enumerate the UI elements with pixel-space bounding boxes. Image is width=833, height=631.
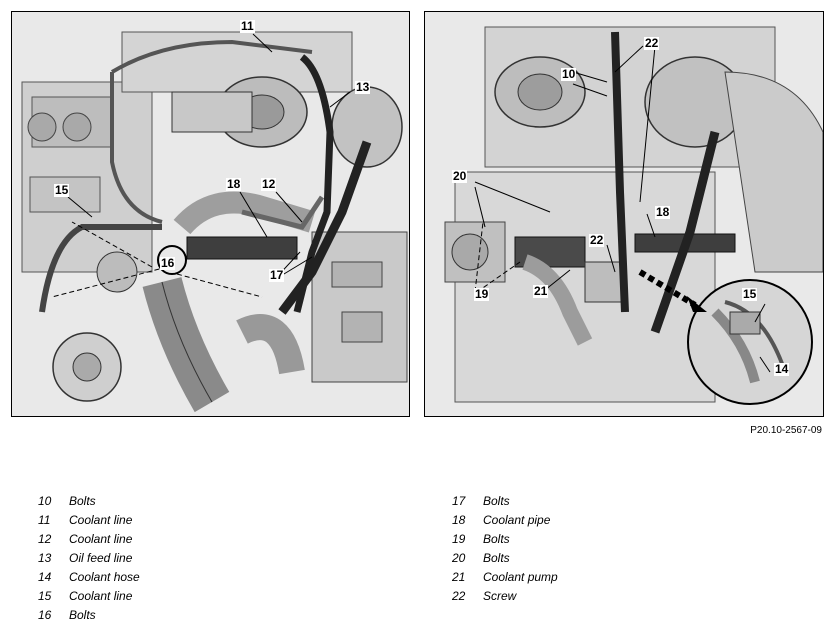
legend-number: 22: [452, 589, 466, 603]
legend-number: 10: [38, 494, 52, 508]
legend-number: 16: [38, 608, 52, 622]
legend-label: Bolts: [69, 494, 96, 508]
callout-label: 22: [589, 233, 605, 247]
callout-label: 21: [533, 284, 549, 298]
legend-label: Coolant line: [69, 513, 133, 527]
legend-label: Coolant pump: [483, 570, 558, 584]
callout-label: 19: [474, 287, 490, 301]
callout-label: 18: [655, 205, 671, 219]
callout-label: 15: [54, 183, 70, 197]
callout-label: 15: [742, 287, 758, 301]
callout-label: 20: [452, 169, 468, 183]
legend-label: Coolant hose: [69, 570, 140, 584]
legend-number: 21: [452, 570, 466, 584]
legend-label: Coolant pipe: [483, 513, 551, 527]
legend-number: 17: [452, 494, 466, 508]
legend-label: Coolant line: [69, 532, 133, 546]
legend-number: 18: [452, 513, 466, 527]
figure-reference: P20.10-2567-09: [750, 425, 822, 436]
legend-label: Bolts: [69, 608, 96, 622]
legend-number: 13: [38, 551, 52, 565]
legend-number: 11: [38, 513, 51, 527]
legend-label: Screw: [483, 589, 517, 603]
callout-label: 16: [160, 256, 176, 270]
legend-number: 20: [452, 551, 466, 565]
callout-label: 17: [269, 268, 285, 282]
legend-number: 14: [38, 570, 52, 584]
left-engine-drawing: [12, 12, 409, 416]
callout-label: 10: [561, 67, 577, 81]
legend-label: Bolts: [483, 532, 510, 546]
left-engine-illustration: 11 13 15 18 12 16 17: [11, 11, 410, 417]
callout-label: 11: [240, 19, 255, 33]
legend-label: Oil feed line: [69, 551, 133, 565]
legend-number: 15: [38, 589, 52, 603]
callout-label: 12: [261, 177, 277, 191]
legend-label: Bolts: [483, 551, 510, 565]
callout-label: 14: [774, 362, 790, 376]
legend-number: 12: [38, 532, 52, 546]
right-engine-illustration: 22 10 20 18 22 19 21 15 14: [424, 11, 824, 417]
legend-number: 19: [452, 532, 466, 546]
callout-label: 13: [355, 80, 371, 94]
right-engine-drawing: [425, 12, 823, 416]
legend-label: Bolts: [483, 494, 510, 508]
callout-label: 22: [644, 36, 660, 50]
callout-label: 18: [226, 177, 242, 191]
legend-label: Coolant line: [69, 589, 133, 603]
